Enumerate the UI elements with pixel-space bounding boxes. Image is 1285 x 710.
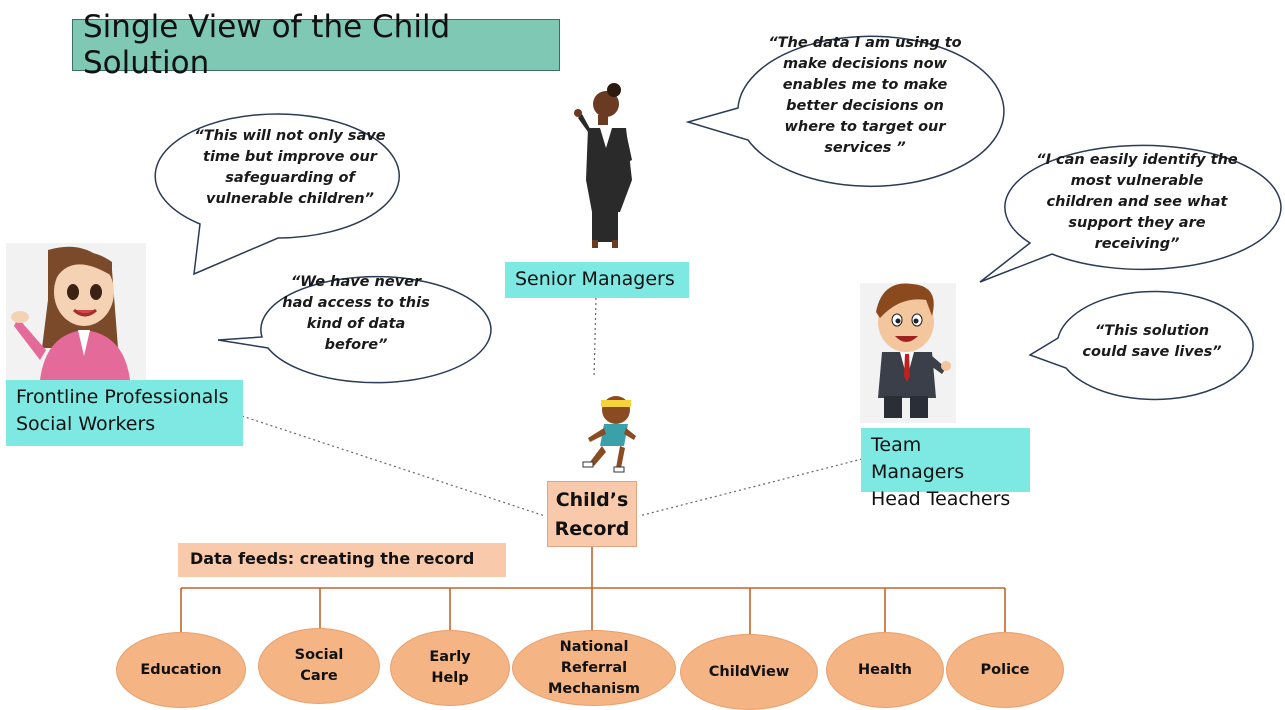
feed-line: Care [300,668,338,684]
feed-line: Education [140,661,222,678]
role-senior-managers: Senior Managers [505,262,689,298]
record-line-1: Child’s [555,489,629,511]
quote-decisions: “The data I am using to make decisions n… [752,33,978,159]
feed-line: Mechanism [548,680,640,697]
quote-line: “The data I am using to [768,35,962,51]
quote-line: enables me to make [782,77,948,93]
feed-line: Referral [560,659,628,676]
record-line-2: Record [554,518,630,540]
feed-line: ChildView [708,663,790,680]
team-manager-illustration [860,283,956,423]
role-team-line-1: Team Managers [871,434,965,483]
role-frontline-professionals: Frontline Professionals Social Workers [6,380,243,446]
quote-line: receiving” [1094,236,1180,252]
quote-safeguarding: “This will not only save time but improv… [180,126,400,210]
role-team-line-2: Head Teachers [871,488,1011,510]
speech-bubble-decisions [685,35,1005,188]
quote-line: services ” [824,140,906,156]
quote-line: better decisions on [786,98,944,114]
quote-line: support they are [1068,215,1206,231]
quote-line: children and see what [1046,194,1228,210]
quote-line: vulnerable children” [206,191,374,207]
connector-senior-record [593,297,597,379]
feed-education: Education [116,632,246,708]
quote-never-access: “We have never had access to this kind o… [272,272,440,356]
speech-bubble-never-access [217,275,492,384]
quote-save-lives: “This solution could save lives” [1072,321,1232,363]
speech-bubble-identify [979,144,1282,283]
quote-line: time but improve our [203,149,377,165]
feed-health: Health [826,632,944,708]
feed-line: Social [294,647,344,663]
feed-early-help: Early Help [390,630,510,706]
role-team-managers: Team Managers Head Teachers [861,428,1030,510]
feed-childview: ChildView [680,634,818,710]
speech-bubble-save-lives [1028,290,1254,401]
feed-police: Police [946,632,1064,708]
speech-bubble-safeguarding [154,113,400,276]
feed-line: Health [858,661,912,678]
quote-line: most vulnerable [1070,173,1204,189]
page-title: Single View of the Child Solution [72,9,560,81]
quote-line: “I can easily identify the [1036,152,1238,168]
role-frontline-line-2: Social Workers [16,413,156,435]
quote-line: “This solution [1094,323,1210,339]
running-child-illustration [582,396,636,473]
childs-record-box: Child’s Record [547,481,637,547]
quote-line: “We have never [290,274,422,290]
senior-manager-illustration [574,83,632,248]
quote-line: had access to this [282,295,430,311]
feed-line: Help [431,670,469,686]
quote-line: where to target our [784,119,946,135]
feed-national-referral-mechanism: National Referral Mechanism [512,630,676,706]
frontline-worker-illustration [6,243,146,383]
feed-line: Early [429,649,471,665]
data-feeds-label: Data feeds: creating the record [178,543,506,577]
feed-line: National [559,638,629,655]
feed-social-care: Social Care [258,628,380,704]
quote-line: “This will not only save [194,128,386,144]
connector-team-record [638,458,863,517]
quote-line: kind of data [306,316,406,332]
feeds-tree [180,547,1006,642]
quote-line: make decisions now [783,56,947,72]
role-frontline-line-1: Frontline Professionals [16,386,229,408]
quote-line: before” [324,337,388,353]
quote-line: safeguarding of [225,170,355,186]
feed-line: Police [980,661,1030,678]
quote-line: could save lives” [1082,344,1222,360]
quote-identify: “I can easily identify the most vulnerab… [1022,150,1252,255]
connector-frontline-record [241,415,546,517]
